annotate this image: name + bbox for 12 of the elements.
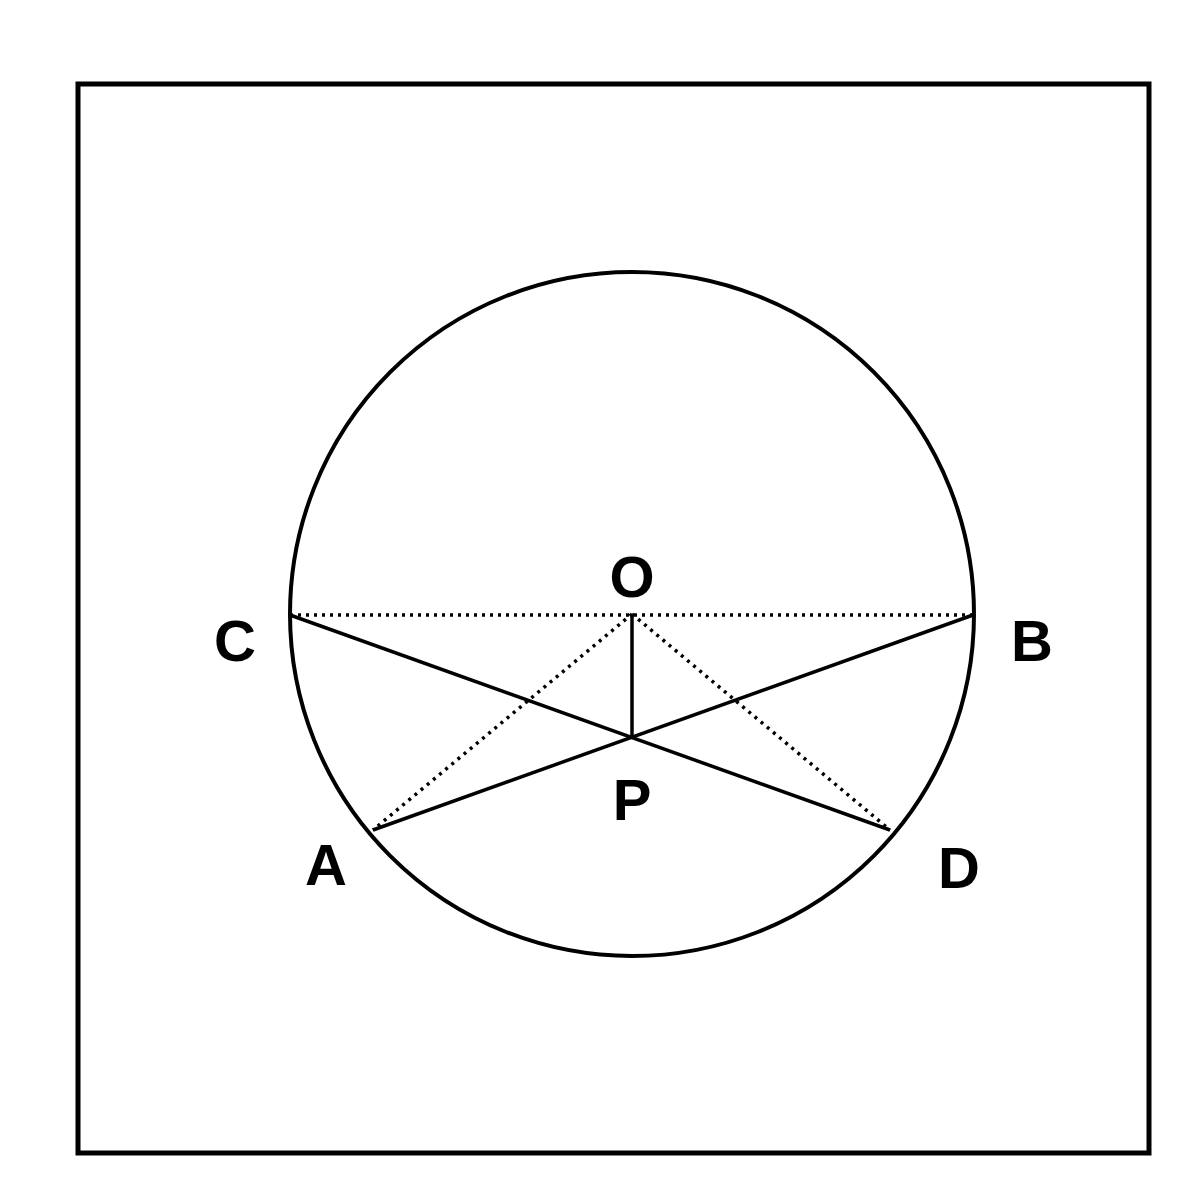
dotted-line [290, 613, 973, 617]
point-label: O [602, 548, 662, 614]
line-segment [630, 614, 634, 737]
point-label: D [890, 830, 980, 897]
dotted-line [630, 612, 892, 832]
point-label: P [602, 737, 662, 829]
point-label: A [305, 830, 373, 894]
line-segment [289, 613, 891, 832]
dotted-line [371, 612, 634, 832]
line-segment [372, 613, 974, 832]
point-label: C [214, 615, 290, 670]
point-label: B [973, 615, 1053, 670]
